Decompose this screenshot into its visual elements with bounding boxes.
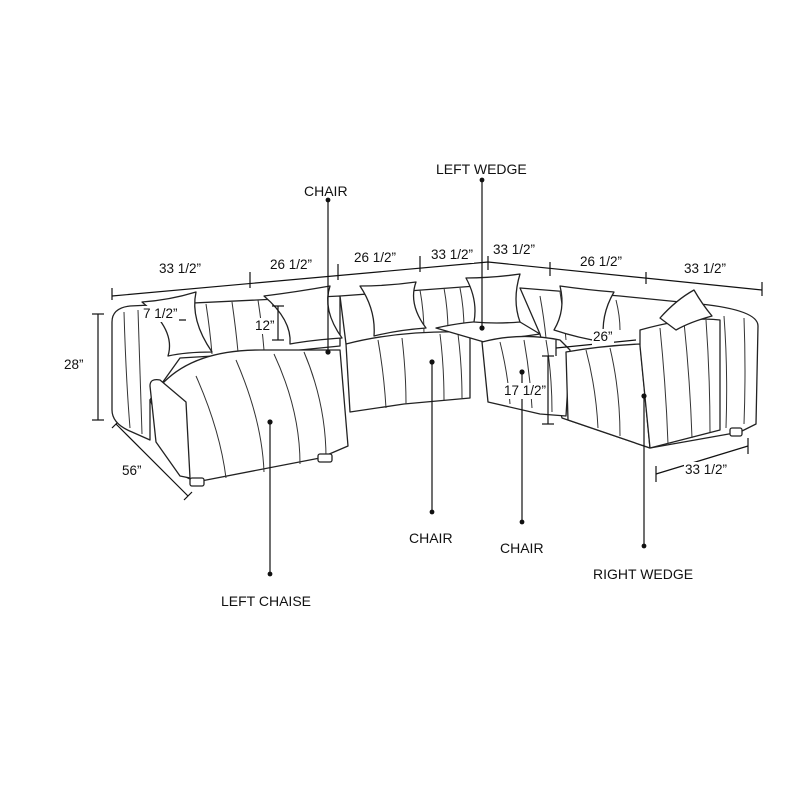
pillows [141, 273, 713, 357]
top-dimension-lines [111, 256, 763, 300]
dimension-label-top-2: 26 1/2” [269, 257, 314, 273]
chair-label-right: CHAIR [500, 540, 544, 556]
dimension-label-top-7: 33 1/2” [683, 261, 728, 277]
overall-height-label: 28” [63, 357, 85, 373]
seat-depth-label: 26” [592, 329, 614, 345]
dimension-label-top-4: 33 1/2” [430, 247, 475, 263]
right-wedge-label: RIGHT WEDGE [593, 566, 694, 582]
dimension-label-top-3: 26 1/2” [353, 250, 398, 266]
left-chaise-section [149, 349, 349, 487]
wedge-width-dimension-line [655, 438, 749, 482]
height-dimension-line [92, 313, 104, 421]
left-chaise-label: LEFT CHAISE [221, 593, 311, 609]
seat-height-label: 17 1/2” [503, 383, 548, 399]
right-sections [481, 287, 759, 449]
dimension-label-top-5: 33 1/2” [492, 242, 537, 258]
chair-label-middle: CHAIR [409, 530, 453, 546]
chaise-depth-label: 56” [121, 463, 143, 479]
dimension-label-top-6: 26 1/2” [579, 254, 624, 270]
back-height-label: 12” [254, 318, 276, 334]
callout-leaders [267, 177, 647, 577]
left-wedge-label: LEFT WEDGE [436, 161, 527, 177]
chair-label-top: CHAIR [304, 183, 348, 199]
arm-width-label: 7 1/2” [142, 306, 179, 322]
wedge-width-label: 33 1/2” [684, 462, 729, 478]
dimension-label-top-1: 33 1/2” [158, 261, 203, 277]
